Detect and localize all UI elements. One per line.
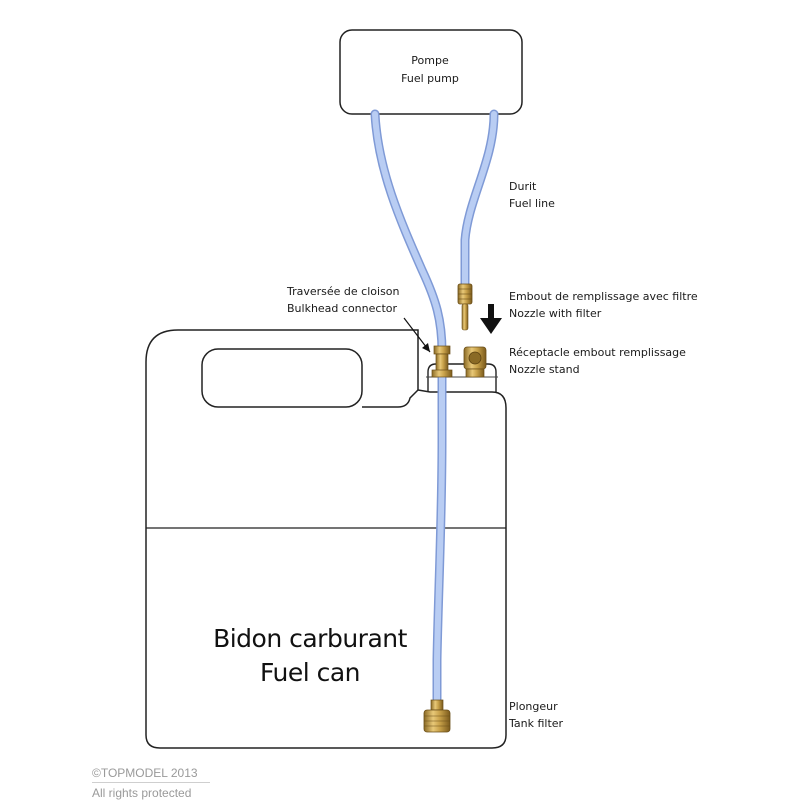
tube-highlight — [372, 111, 445, 355]
nozzle-with-filter — [457, 283, 473, 331]
tube-highlight — [434, 369, 445, 715]
down-arrow-icon — [480, 304, 502, 334]
copyright-notice: ©TOPMODEL 2013 All rights protected — [92, 766, 198, 800]
fuel-can-handle — [201, 348, 363, 408]
tube-highlight — [462, 111, 497, 287]
fuel-pump-label: Pompe Fuel pump — [401, 54, 459, 85]
bulkhead-leader-arrowhead — [422, 343, 430, 352]
fuel-can-label: Bidon carburant Fuel can — [213, 624, 407, 687]
nozzle-with-filter-label: Embout de remplissage avec filtre Nozzle… — [509, 290, 698, 320]
tank-filter — [423, 699, 451, 733]
nozzle-stand — [463, 346, 487, 378]
tank-filter-label: Plongeur Tank filter — [509, 700, 564, 730]
bulkhead-connector — [431, 345, 453, 378]
fuel-pump-box — [339, 29, 523, 115]
copyright-divider — [92, 782, 210, 783]
fuel-line-label: Durit Fuel line — [509, 180, 555, 210]
nozzle-stand-label: Réceptacle embout remplissage Nozzle sta… — [509, 346, 686, 376]
bulkhead-connector-label: Traversée de cloison Bulkhead connector — [287, 285, 400, 315]
fuel-can-neck — [362, 389, 419, 408]
fuel-can-outline — [145, 329, 507, 749]
nozzle-stand-bracket — [427, 363, 497, 392]
